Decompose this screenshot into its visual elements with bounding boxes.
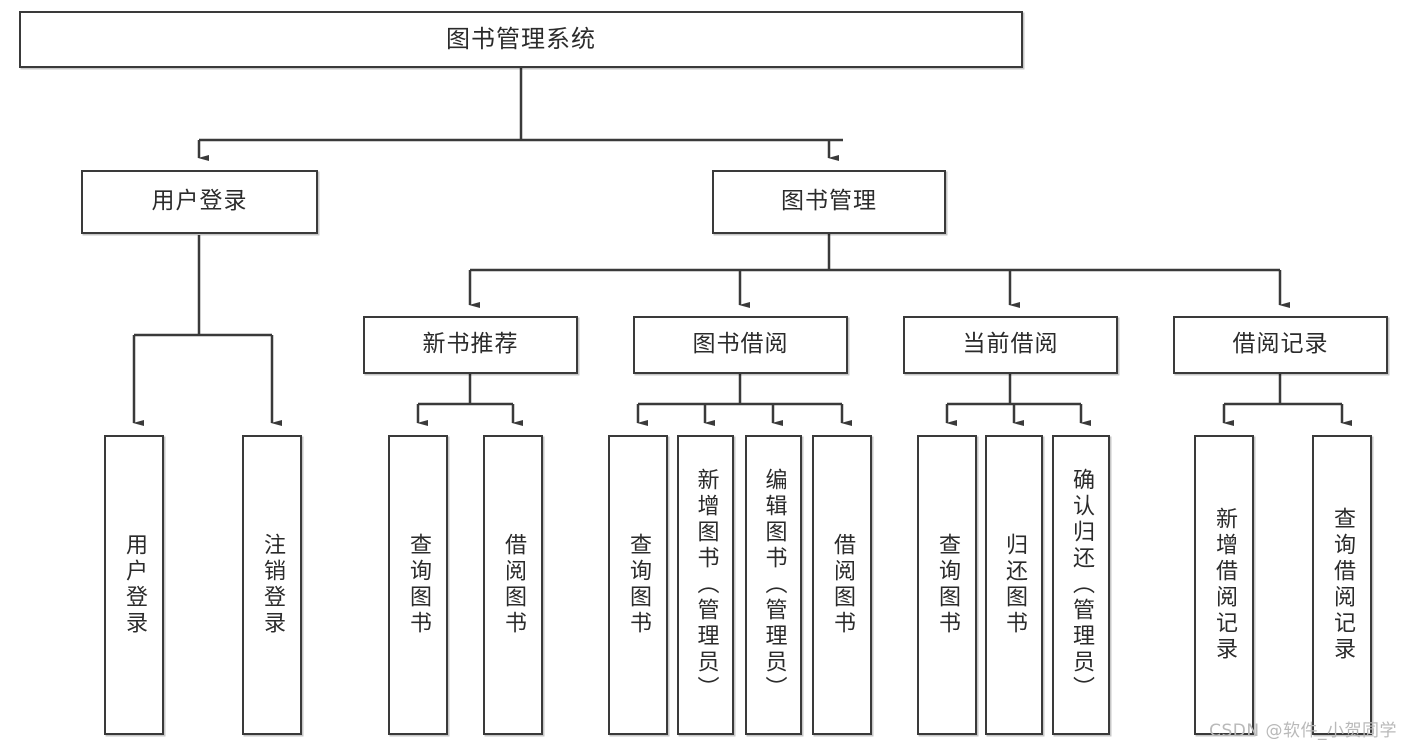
node-label: 新增图书（管理员）: [693, 468, 719, 702]
leaf-borrowrecord-add-record[interactable]: 新增借阅记录: [1194, 435, 1254, 735]
node-label: 当前借阅: [962, 331, 1059, 358]
node-label: 用户登录: [122, 533, 147, 637]
node-root-system[interactable]: 图书管理系统: [19, 11, 1023, 68]
leaf-bookborrow-borrow-book[interactable]: 借阅图书: [812, 435, 872, 735]
leaf-bookborrow-edit-book-admin[interactable]: 编辑图书（管理员）: [745, 435, 802, 735]
leaf-user-login-signin[interactable]: 用户登录: [104, 435, 164, 735]
node-book-borrow[interactable]: 图书借阅: [633, 316, 848, 374]
node-label: 新增借阅记录: [1212, 507, 1237, 663]
node-current-borrow[interactable]: 当前借阅: [903, 316, 1118, 374]
node-label: 确认归还（管理员）: [1069, 468, 1094, 702]
watermark-text: CSDN @软件_小贺同学: [1209, 721, 1397, 741]
leaf-currentborrow-query-book[interactable]: 查询图书: [917, 435, 977, 735]
leaf-bookborrow-add-book-admin[interactable]: 新增图书（管理员）: [677, 435, 734, 735]
node-borrow-record[interactable]: 借阅记录: [1173, 316, 1388, 374]
node-label: 借阅图书: [830, 533, 855, 637]
leaf-newbook-query-book[interactable]: 查询图书: [388, 435, 448, 735]
leaf-currentborrow-confirm-return-admin[interactable]: 确认归还（管理员）: [1052, 435, 1110, 735]
leaf-borrowrecord-query-record[interactable]: 查询借阅记录: [1312, 435, 1372, 735]
node-label: 图书管理系统: [446, 25, 596, 54]
node-label: 查询图书: [935, 533, 960, 637]
node-label: 编辑图书（管理员）: [761, 468, 787, 702]
node-label: 注销登录: [260, 533, 285, 637]
node-label: 图书管理: [781, 188, 877, 215]
node-label: 查询借阅记录: [1330, 507, 1355, 663]
node-book-management[interactable]: 图书管理: [712, 170, 946, 234]
leaf-newbook-borrow-book[interactable]: 借阅图书: [483, 435, 543, 735]
node-label: 查询图书: [626, 533, 651, 637]
node-label: 新书推荐: [422, 331, 519, 358]
node-label: 借阅记录: [1232, 331, 1329, 358]
leaf-currentborrow-return-book[interactable]: 归还图书: [985, 435, 1043, 735]
node-label: 归还图书: [1002, 533, 1027, 637]
node-label: 用户登录: [151, 188, 248, 215]
leaf-bookborrow-query-book[interactable]: 查询图书: [608, 435, 668, 735]
node-new-book-recommend[interactable]: 新书推荐: [363, 316, 578, 374]
leaf-user-login-signout[interactable]: 注销登录: [242, 435, 302, 735]
node-label: 查询图书: [406, 533, 431, 637]
node-label: 借阅图书: [501, 533, 526, 637]
node-label: 图书借阅: [692, 331, 789, 358]
node-user-login[interactable]: 用户登录: [81, 170, 318, 234]
